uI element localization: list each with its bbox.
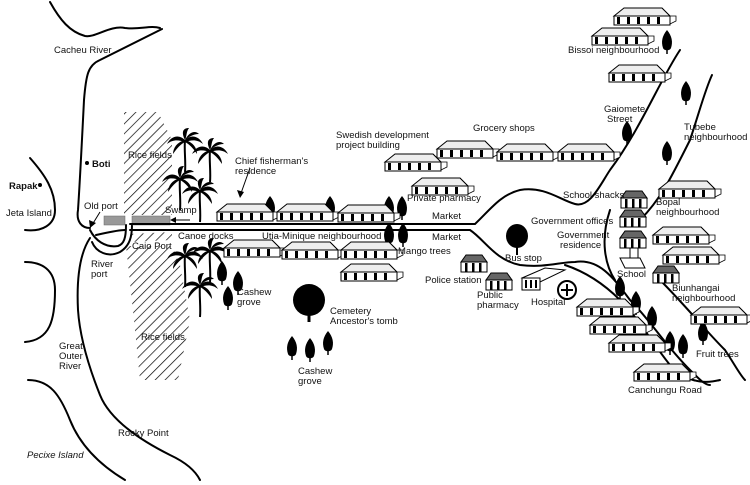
label-chief-fisherman-2: residence <box>235 166 276 177</box>
boti-dot <box>85 161 89 165</box>
label-private-pharmacy: Private pharmacy <box>407 193 481 204</box>
label-school-shacks: School shacks <box>563 190 625 201</box>
label-bopal-2: neighbourhood <box>656 207 719 218</box>
label-fruit-trees: Fruit trees <box>696 349 739 360</box>
label-police-station: Police station <box>425 275 482 286</box>
label-bissoi: Bissoi neighbourhood <box>568 45 659 56</box>
label-caio-port: Caio Port <box>132 241 172 252</box>
label-gaiomete-1: Gaiomete <box>604 104 645 115</box>
label-public-pharmacy-1: Public <box>477 290 503 301</box>
labels: Cacheu River Boti Rapak Jeta Island Old … <box>6 45 747 461</box>
road-canchungu <box>659 279 746 381</box>
label-cemetery-2: Ancestor's tomb <box>330 316 398 327</box>
rice-fields-north <box>124 112 172 215</box>
label-bus-stop: Bus stop <box>505 253 542 264</box>
rice-fields-south <box>126 246 190 380</box>
cemetery-tree <box>293 284 325 322</box>
label-tubebe-1: Tubebe <box>684 122 716 133</box>
bus-stop-tree <box>506 224 528 255</box>
label-cemetery-1: Cemetery <box>330 306 371 317</box>
label-river-port-2: port <box>91 269 108 280</box>
label-utia-minique: Utia-Minique neighbourhood <box>262 231 381 242</box>
hospital-building <box>520 267 567 291</box>
rapak-dot <box>38 183 42 187</box>
caio-port-hatch <box>130 232 172 242</box>
road-south <box>129 229 711 386</box>
arrows <box>89 167 251 228</box>
label-tubebe-2: neighbourhood <box>684 132 747 143</box>
label-rapak: Rapak <box>9 181 38 192</box>
label-market-north: Market <box>432 211 461 222</box>
road-school-branch <box>603 209 616 281</box>
label-canchungu-road: Canchungu Road <box>628 385 702 396</box>
label-biunhangai-2: neighbourhood <box>672 293 735 304</box>
rivers <box>24 1 201 481</box>
label-swedish-2: project building <box>336 140 400 151</box>
label-public-pharmacy-2: pharmacy <box>477 300 519 311</box>
label-mango-trees: Mango trees <box>398 246 451 257</box>
label-great-outer-river-3: River <box>59 361 81 372</box>
label-cashew-grove-west-2: grove <box>237 297 261 308</box>
label-rocky-point: Rocky Point <box>118 428 169 439</box>
label-hospital: Hospital <box>531 297 565 308</box>
label-river-port-1: River <box>91 259 113 270</box>
label-jeta-island: Jeta Island <box>6 208 52 219</box>
label-canoe-docks: Canoe docks <box>178 231 234 242</box>
label-government-offices: Government offices <box>531 216 613 227</box>
label-great-outer-river-1: Great <box>59 341 83 352</box>
label-cashew-grove-south-1: Cashew <box>298 366 332 377</box>
label-grocery-shops: Grocery shops <box>473 123 535 134</box>
label-biunhangai-1: Biunhangai <box>672 283 720 294</box>
label-rice-fields-south: Rice fields <box>141 332 185 343</box>
label-market-south: Market <box>432 232 461 243</box>
label-government-residence-2: residence <box>560 240 601 251</box>
label-bopal-1: Bopal <box>656 197 680 208</box>
label-cacheu-river: Cacheu River <box>54 45 112 56</box>
label-gaiomete-2: Street <box>607 114 633 125</box>
school-building <box>619 247 646 269</box>
label-swamp: Swamp <box>165 205 197 216</box>
road-tubebe <box>639 74 713 221</box>
label-cashew-grove-south-2: grove <box>298 376 322 387</box>
label-swedish-1: Swedish development <box>336 130 429 141</box>
label-chief-fisherman-1: Chief fisherman's <box>235 156 308 167</box>
label-rice-fields-north: Rice fields <box>128 150 172 161</box>
label-boti: Boti <box>92 159 110 170</box>
road-north <box>129 49 681 225</box>
label-great-outer-river-2: Outer <box>59 351 83 362</box>
label-old-port: Old port <box>84 201 118 212</box>
label-cashew-grove-west-1: Cashew <box>237 287 271 298</box>
label-school: School <box>617 269 646 280</box>
label-pecixe-island: Pecixe Island <box>27 450 84 461</box>
houses <box>216 7 750 382</box>
label-government-residence-1: Government <box>557 230 610 241</box>
hospital-cross-icon <box>557 280 577 300</box>
rice-fields <box>124 112 190 380</box>
